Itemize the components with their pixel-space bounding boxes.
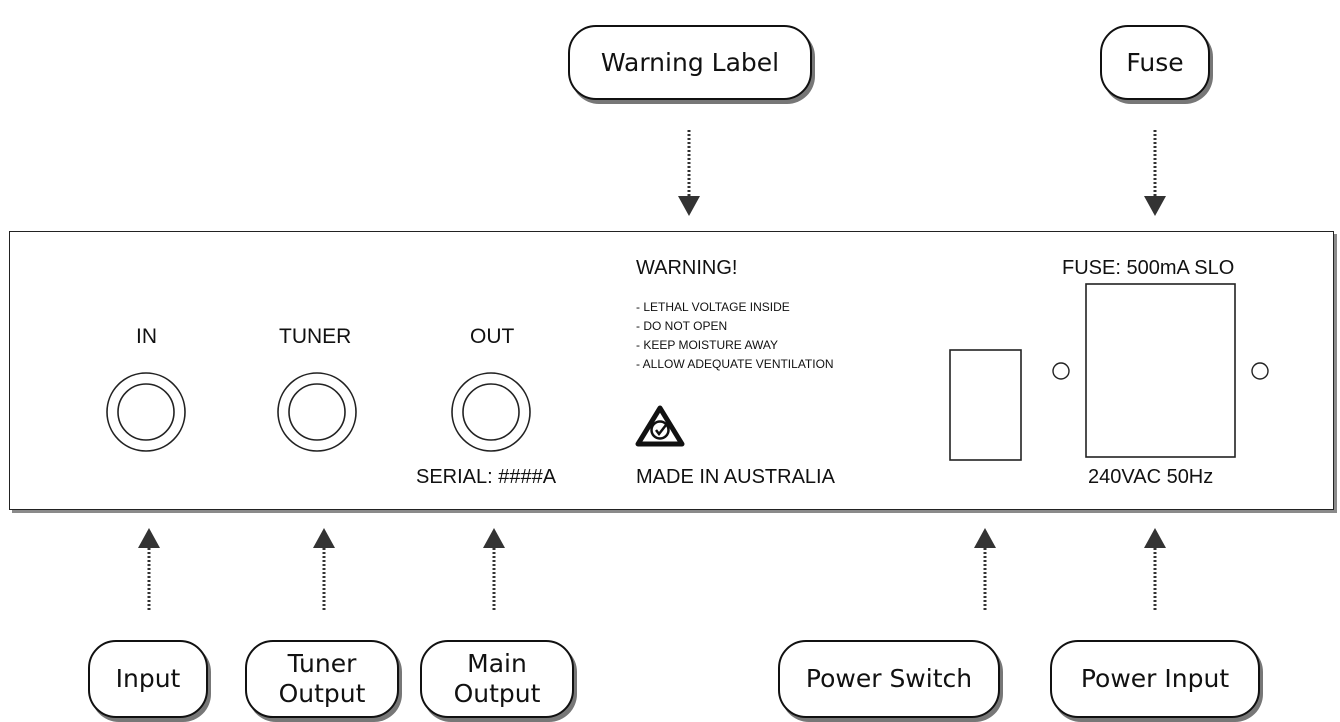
callout-input: Input xyxy=(88,640,208,718)
callout-main-output-line-2: Output xyxy=(453,679,541,708)
arrow-main-output xyxy=(483,528,505,612)
callout-tuner-output-line-2: Output xyxy=(278,679,366,708)
power-input-socket xyxy=(1052,283,1269,458)
jack-label-in: IN xyxy=(136,325,157,348)
warning-line: - DO NOT OPEN xyxy=(636,319,728,333)
fuse-rating-label: FUSE: 500mA SLO xyxy=(1062,257,1235,279)
warning-title: WARNING! xyxy=(636,257,738,279)
callout-fuse: Fuse xyxy=(1100,25,1210,100)
callout-power-switch: Power Switch xyxy=(778,640,1000,718)
power-rating-label: 240VAC 50Hz xyxy=(1088,466,1214,488)
arrow-warning-label xyxy=(678,130,700,216)
rear-panel: IN TUNER OUT SERIAL: ####A WARNING! - LE… xyxy=(9,231,1334,510)
callout-main-output: Main Output xyxy=(420,640,574,718)
warning-line: - LETHAL VOLTAGE INSIDE xyxy=(636,300,790,314)
callout-warning-label-text: Warning Label xyxy=(600,47,780,77)
callout-tuner-output: Tuner Output xyxy=(245,640,399,718)
callout-warning-label: Warning Label xyxy=(568,25,812,100)
warning-line: - ALLOW ADEQUATE VENTILATION xyxy=(636,357,834,371)
callout-power-input-text: Power Input xyxy=(1080,664,1230,693)
arrow-power-input xyxy=(1144,528,1166,612)
out-jack xyxy=(451,372,531,452)
callout-input-text: Input xyxy=(115,664,181,693)
callout-tuner-output-line-1: Tuner xyxy=(287,649,357,678)
rcm-mark-icon xyxy=(635,405,685,447)
arrow-input xyxy=(138,528,160,612)
jack-label-tuner: TUNER xyxy=(279,325,352,348)
callout-main-output-line-1: Main xyxy=(467,649,527,678)
arrow-power-switch xyxy=(974,528,996,612)
warning-line: - KEEP MOISTURE AWAY xyxy=(636,338,779,352)
jack-label-out: OUT xyxy=(470,325,515,348)
power-switch xyxy=(949,349,1022,461)
made-in-label: MADE IN AUSTRALIA xyxy=(636,466,835,488)
callout-power-input: Power Input xyxy=(1050,640,1260,718)
serial-label: SERIAL: ####A xyxy=(416,466,557,488)
input-jack xyxy=(106,372,186,452)
callout-fuse-text: Fuse xyxy=(1126,47,1184,77)
callout-power-switch-text: Power Switch xyxy=(805,664,973,693)
arrow-tuner-output xyxy=(313,528,335,612)
arrow-fuse xyxy=(1144,130,1166,216)
tuner-jack xyxy=(277,372,357,452)
